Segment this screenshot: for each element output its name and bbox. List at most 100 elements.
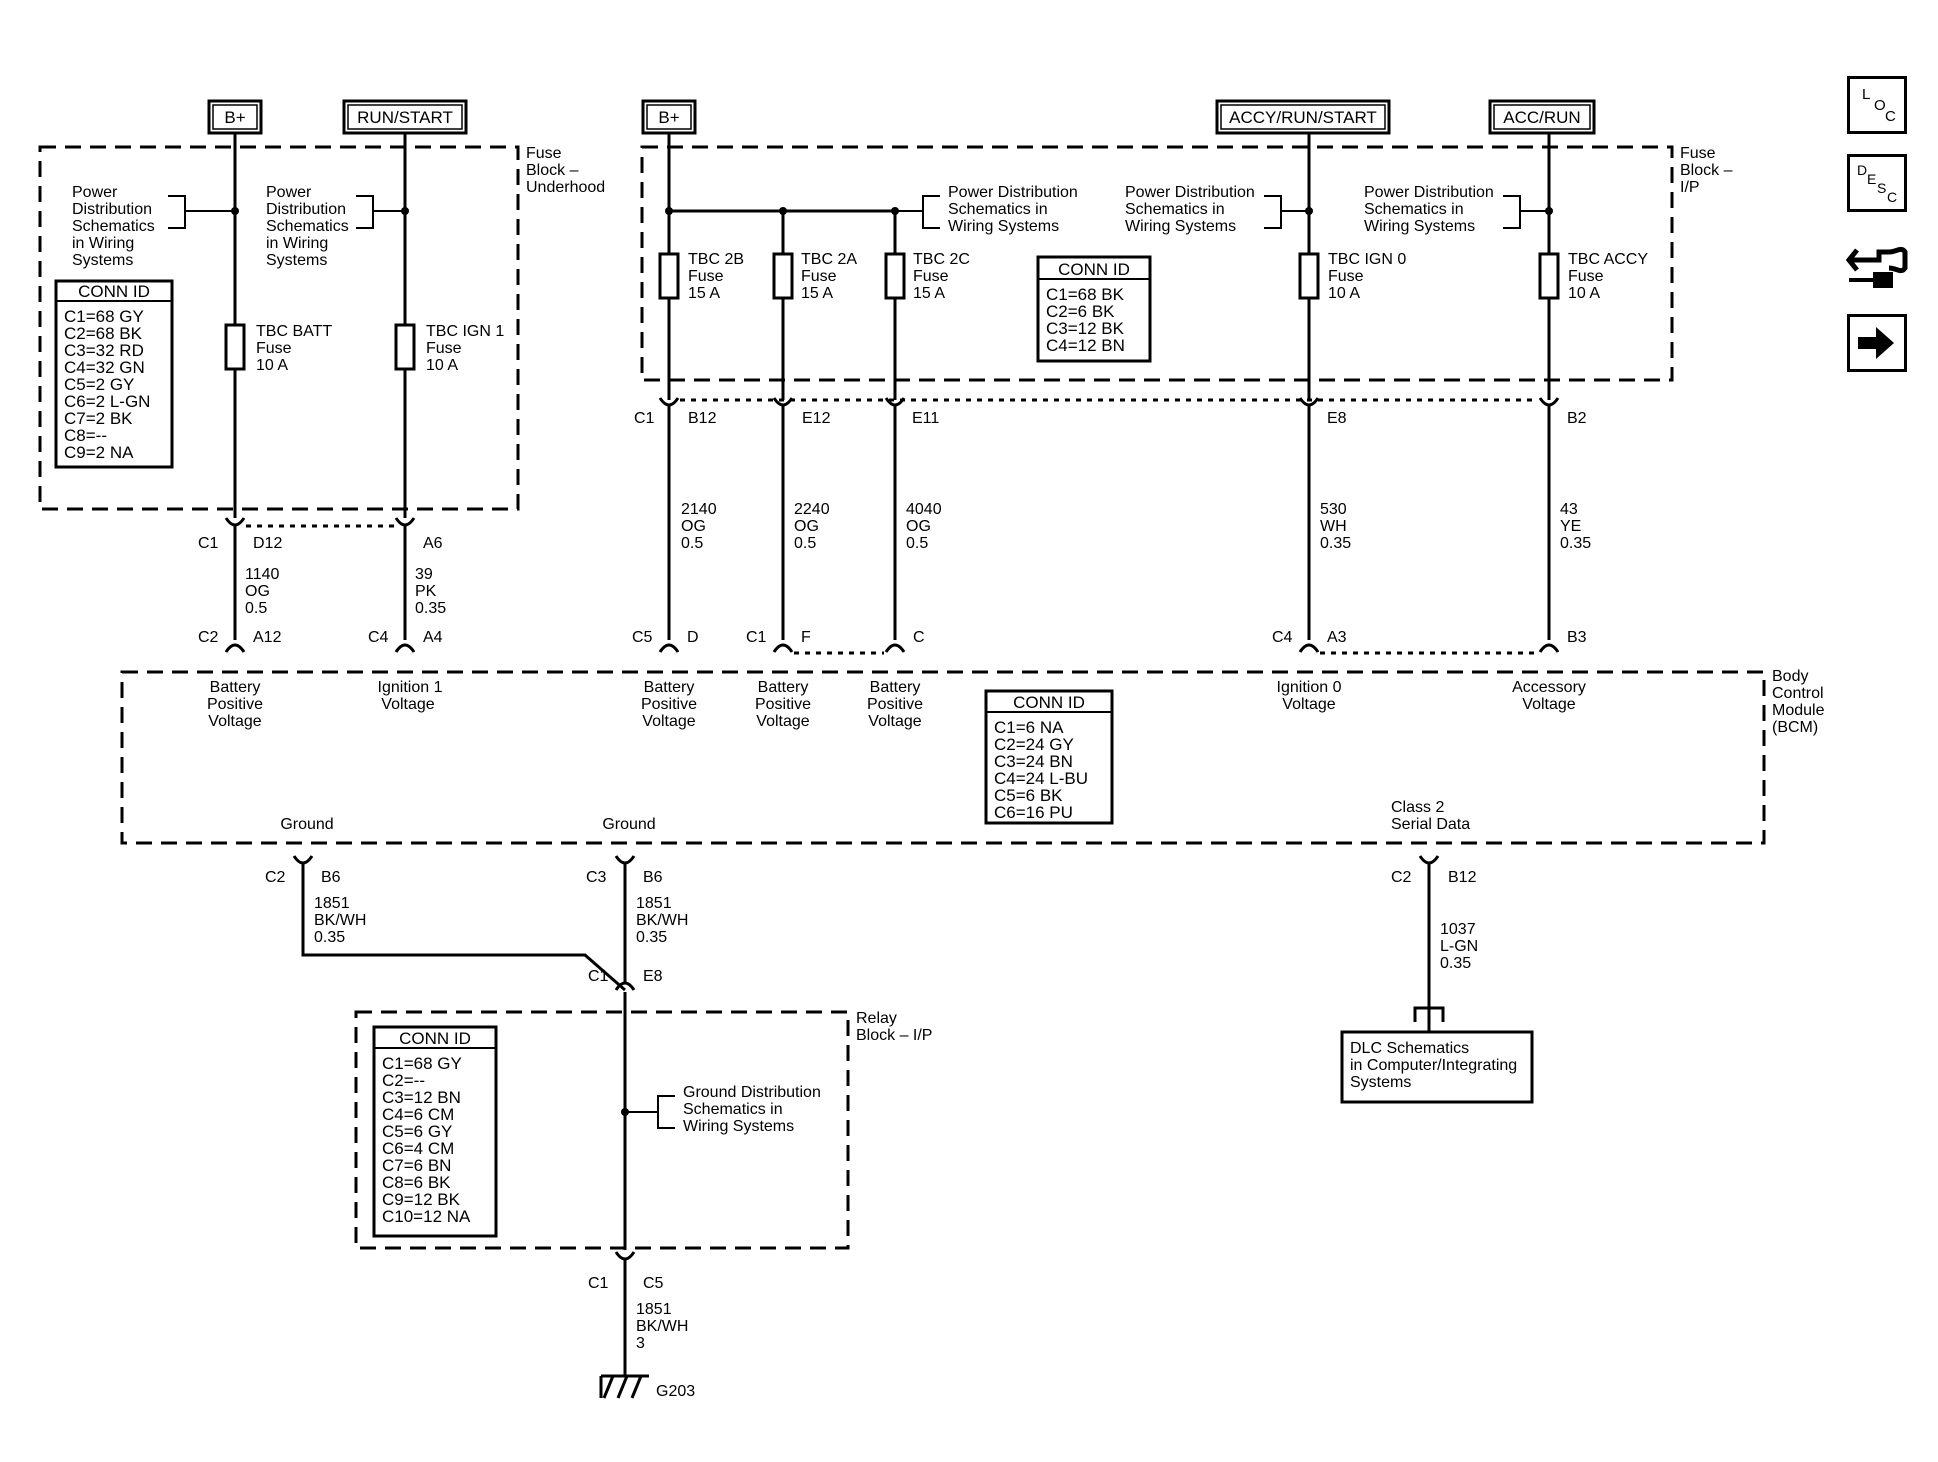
svg-text:C5=2 GY: C5=2 GY: [64, 375, 134, 394]
wire-4040: 4040 OG 0.5: [906, 501, 942, 552]
desc-button[interactable]: D E S C: [1847, 154, 1907, 212]
svg-text:2240: 2240: [794, 501, 830, 518]
svg-text:C10=12 NA: C10=12 NA: [382, 1207, 471, 1226]
svg-text:10 A: 10 A: [1568, 285, 1600, 302]
wrench-connector-icon: [1845, 246, 1908, 288]
svg-text:15 A: 15 A: [913, 285, 945, 302]
svg-text:D: D: [1857, 162, 1867, 178]
svg-text:1851: 1851: [636, 895, 672, 912]
svg-text:L: L: [1862, 86, 1870, 103]
svg-text:A4: A4: [423, 629, 443, 646]
connector-end-view-button[interactable]: [1845, 232, 1909, 294]
svg-text:B6: B6: [321, 869, 341, 886]
svg-text:E: E: [1867, 171, 1876, 187]
next-button[interactable]: [1847, 314, 1907, 372]
svg-text:C8=--: C8=--: [64, 426, 107, 445]
svg-text:C: C: [1885, 108, 1896, 125]
wire-1037: 1037 L-GN 0.35: [1413, 864, 1478, 1032]
svg-text:B6: B6: [643, 869, 663, 886]
svg-text:Positive: Positive: [641, 696, 697, 713]
svg-text:(BCM): (BCM): [1772, 719, 1818, 736]
svg-text:C8=6 BK: C8=6 BK: [382, 1173, 451, 1192]
svg-text:Voltage: Voltage: [381, 696, 434, 713]
svg-text:1851: 1851: [636, 1301, 672, 1318]
relay-block-ip: C1 E8 Relay Block – I/P Ground Distribut…: [354, 968, 932, 1292]
svg-text:15 A: 15 A: [688, 285, 720, 302]
loc-icon: L O C: [1862, 86, 1896, 125]
svg-text:Battery: Battery: [758, 679, 809, 696]
svg-text:O: O: [1874, 97, 1886, 114]
svg-text:Fuse: Fuse: [688, 268, 724, 285]
svg-text:0.35: 0.35: [415, 600, 446, 617]
svg-text:Block –: Block –: [1680, 162, 1733, 179]
svg-text:TBC ACCY: TBC ACCY: [1568, 251, 1648, 268]
svg-text:Schematics in: Schematics in: [948, 201, 1048, 218]
svg-text:Voltage: Voltage: [1282, 696, 1335, 713]
svg-text:Fuse: Fuse: [526, 145, 562, 162]
svg-text:530: 530: [1320, 501, 1347, 518]
svg-text:OG: OG: [794, 518, 819, 535]
svg-text:Accessory: Accessory: [1512, 679, 1586, 696]
svg-text:C2: C2: [265, 869, 286, 886]
svg-text:OG: OG: [906, 518, 931, 535]
svg-text:A3: A3: [1327, 629, 1347, 646]
svg-text:Systems: Systems: [1350, 1074, 1411, 1091]
wire-1140: 1140 OG 0.5: [245, 566, 280, 617]
svg-text:0.35: 0.35: [1440, 955, 1471, 972]
desc-icon: D E S C: [1857, 162, 1897, 205]
svg-text:B+: B+: [224, 108, 245, 127]
svg-text:A12: A12: [253, 629, 282, 646]
fuse-tbc-ign1: TBC IGN 1 Fuse 10 A: [394, 323, 504, 374]
fuse-tbc-2b: TBC 2B Fuse 15 A: [658, 251, 744, 302]
conn-id-fuse-block-ip: CONN ID C1=68 BK C2=6 BK C3=12 BK C4=12 …: [1036, 255, 1152, 363]
svg-text:C2=24 GY: C2=24 GY: [994, 735, 1074, 754]
svg-text:E12: E12: [802, 410, 831, 427]
svg-text:Schematics in: Schematics in: [1364, 201, 1464, 218]
svg-text:Voltage: Voltage: [868, 713, 921, 730]
source-accy-run-start: ACCY/RUN/START: [1215, 99, 1391, 135]
svg-text:TBC 2C: TBC 2C: [913, 251, 970, 268]
svg-text:Positive: Positive: [867, 696, 923, 713]
ground-symbol-g203: G203: [599, 1374, 695, 1400]
svg-text:CONN ID: CONN ID: [1013, 693, 1085, 712]
svg-text:C1: C1: [746, 629, 767, 646]
svg-text:Distribution: Distribution: [72, 201, 152, 218]
svg-text:C6=16 PU: C6=16 PU: [994, 803, 1073, 822]
svg-text:0.35: 0.35: [636, 929, 667, 946]
svg-text:Serial Data: Serial Data: [1391, 816, 1470, 833]
svg-text:in Wiring: in Wiring: [72, 235, 134, 252]
svg-text:C7=2 BK: C7=2 BK: [64, 409, 133, 428]
bcm-bottom-connectors: C2 B6 C3 B6 C2 B12: [265, 855, 1477, 886]
note-power-distribution-2: Power Distribution Schematics in Wiring …: [266, 184, 405, 269]
svg-text:Fuse: Fuse: [801, 268, 837, 285]
svg-text:ACC/RUN: ACC/RUN: [1503, 108, 1580, 127]
svg-text:0.35: 0.35: [314, 929, 345, 946]
svg-text:in Computer/Integrating: in Computer/Integrating: [1350, 1057, 1517, 1074]
svg-text:C4=24 L-BU: C4=24 L-BU: [994, 769, 1088, 788]
fuse-block-ip: Fuse Block – I/P Power Distribution Sche…: [640, 133, 1733, 400]
loc-button[interactable]: L O C: [1847, 76, 1907, 134]
dlc-schematics-box: DLC Schematics in Computer/Integrating S…: [1340, 1030, 1534, 1104]
svg-text:in Wiring: in Wiring: [266, 235, 328, 252]
svg-text:B2: B2: [1567, 410, 1587, 427]
svg-text:C5: C5: [643, 1275, 664, 1292]
svg-text:C2=68 BK: C2=68 BK: [64, 324, 143, 343]
source-bplus-left: B+: [207, 99, 263, 135]
connectors-underhood-c1: C1 D12 A6: [198, 517, 443, 640]
svg-text:TBC 2A: TBC 2A: [801, 251, 857, 268]
svg-text:43: 43: [1560, 501, 1578, 518]
svg-text:CONN ID: CONN ID: [78, 282, 150, 301]
svg-text:F: F: [801, 629, 811, 646]
svg-text:4040: 4040: [906, 501, 942, 518]
svg-text:Fuse: Fuse: [1680, 145, 1716, 162]
svg-text:DLC Schematics: DLC Schematics: [1350, 1040, 1469, 1057]
svg-text:C: C: [1887, 189, 1897, 205]
svg-text:Ground: Ground: [280, 816, 333, 833]
svg-text:C5: C5: [632, 629, 653, 646]
svg-text:Fuse: Fuse: [913, 268, 949, 285]
svg-text:S: S: [1877, 180, 1886, 196]
fuse-tbc-batt: TBC BATT Fuse 10 A: [224, 323, 332, 374]
svg-text:C1: C1: [588, 968, 609, 985]
svg-text:Voltage: Voltage: [208, 713, 261, 730]
svg-text:C3=24 BN: C3=24 BN: [994, 752, 1073, 771]
